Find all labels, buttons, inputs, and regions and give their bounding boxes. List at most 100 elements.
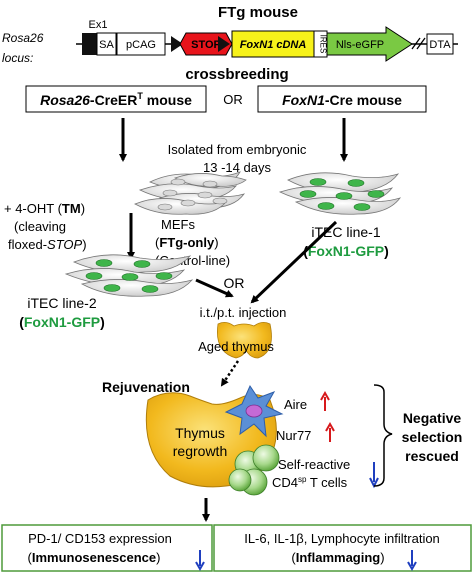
dta-label: DTA [429,39,451,51]
t-cell-cluster-icon [228,444,280,496]
tm-line1-bold: TM [62,201,81,216]
aire-star-cell-icon [224,384,284,438]
itec2-cell-cluster [64,254,194,297]
immunosenescence-post: ) [156,550,160,565]
ex1-element: Ex1 [82,19,107,55]
rosa26-locus-label-line2: locus: [2,51,33,65]
tm-line1-pre: + 4-OHT ( [4,201,63,216]
self-reactive-line2: CD4sp T cells [272,475,348,490]
immunosenescence-bold: Immunosenescence [32,550,156,565]
pcag-element: pCAG [116,32,166,56]
dta-element: DTA [426,33,454,55]
arrow-itec2-to-injection [195,278,234,298]
tm-line3: floxed-STOP) [8,237,87,252]
immunosenescence-box: PD-1/ CD153 expression (Immunosenescence… [1,524,213,572]
aged-thymus-icon [217,322,272,359]
break-marks [411,37,426,50]
foxn1-cre-rest: -Cre mouse [325,92,402,108]
arrow-itec1-to-injection [250,220,338,304]
thymus-regrowth-line1: Thymus [175,425,225,441]
immunosenescence-pre: ( [28,550,33,565]
immunosenescence-line2: (Immunosenescence) [28,550,161,565]
mefs-line1: MEFs [161,217,195,232]
foxn1-cre-mouse-box: FoxN1-Cre mouse [257,85,427,113]
immunosenescence-down-arrow [195,550,205,572]
inflammaging-box: IL-6, IL-1β, Lymphocyte infiltration (In… [213,524,472,572]
t-cell-down-arrow [369,462,379,489]
nur77-label: Nur77 [276,428,311,443]
mef-cell-cluster [134,171,247,215]
itec2-gfp-post: ) [100,314,105,330]
itec2-label: iTEC line-2 [27,295,96,311]
loxp-triangle-right [218,36,230,52]
cd4-sup: sp [298,475,307,484]
itec2-gfp: (FoxN1-GFP) [19,314,105,330]
foxn1-cdna-element: FoxN1 cDNA [231,30,315,58]
nls-egfp-label: Nls-eGFP [336,39,384,51]
rejuvenation-label: Rejuvenation [102,379,190,395]
rosa26-locus-label-line1: Rosa26 [2,31,44,45]
ex1-label: Ex1 [89,19,108,31]
mefs-line2: (FTg-only) [155,235,219,250]
itec1-cell-cluster [278,172,402,215]
nur77-up-arrow [325,421,335,442]
stop-label: STOP [191,39,221,51]
negative-selection-line3: rescued [405,448,459,464]
foxn1-cre-italic: FoxN1 [282,92,325,108]
itec2-gfp-pre: ( [19,314,24,330]
itec2-gfp-text: FoxN1-GFP [24,314,100,330]
isolated-line2: 13 -14 days [203,160,271,175]
tm-line2: (cleaving [14,219,66,234]
crossbreeding-label: crossbreeding [185,66,288,83]
tm-line3-pre: floxed- [8,237,47,252]
inflammaging-bold: Inflammaging [296,550,381,565]
foxn1-cdna-label: FoxN1 cDNA [240,39,307,51]
inflammaging-line1: IL-6, IL-1β, Lymphocyte infiltration [244,531,440,546]
aire-up-arrow [320,390,330,411]
cd4-tail: T cells [306,475,347,490]
injection-label: i.t./p.t. injection [200,305,287,320]
ires-element: IRES [313,30,328,58]
thymus-regrowth-line2: regrowth [173,443,227,459]
inflammaging-down-arrow [407,550,417,572]
mefs-line2-pre: ( [155,235,160,250]
inflammaging-pre: ( [291,550,296,565]
creert-rest: -CreER [90,92,137,108]
itec1-gfp: (FoxN1-GFP) [303,243,389,259]
sa-element: SA [96,32,117,56]
creert-italic: Rosa26 [40,92,90,108]
or-label-top: OR [223,92,243,107]
nls-egfp-element: Nls-eGFP [326,26,413,62]
itec1-gfp-post: ) [384,243,389,259]
mefs-line2-post: ) [214,235,218,250]
immunosenescence-line1: PD-1/ CD153 expression [28,531,172,546]
creert-tail: mouse [143,92,192,108]
or-label-middle: OR [224,275,245,291]
cd4-text: CD4 [272,475,298,490]
aged-thymus-label: Aged thymus [198,339,274,354]
tm-line3-italic: STOP [47,237,82,252]
negative-selection-line2: selection [402,429,463,445]
mefs-line2-bold: FTg-only [159,235,215,250]
inflammaging-post: ) [380,550,384,565]
tm-line3-post: ) [82,237,86,252]
loxp-triangle-left [171,36,183,52]
aire-label: Aire [284,397,307,412]
tm-line1: + 4-OHT (TM) [4,201,85,216]
ires-label: IRES [319,35,328,54]
inflammaging-line2: (Inflammaging) [291,550,384,565]
pcag-label: pCAG [126,39,156,51]
self-reactive-line1: Self-reactive [278,457,350,472]
svg-text:FoxN1-Cre mouse: FoxN1-Cre mouse [282,92,402,108]
ftg-mouse-title: FTg mouse [218,4,298,21]
negative-selection-bracket [373,384,393,487]
sa-label: SA [99,39,114,51]
negative-selection-line1: Negative [403,410,462,426]
itec1-gfp-text: FoxN1-GFP [308,243,384,259]
isolated-line1: Isolated from embryonic [168,142,307,157]
creert-sup: T [137,91,143,101]
svg-text:Rosa26-CreERT mouse: Rosa26-CreERT mouse [40,91,192,108]
dotted-arrow-rejuvenation [220,360,240,387]
tm-line1-post: ) [81,201,85,216]
